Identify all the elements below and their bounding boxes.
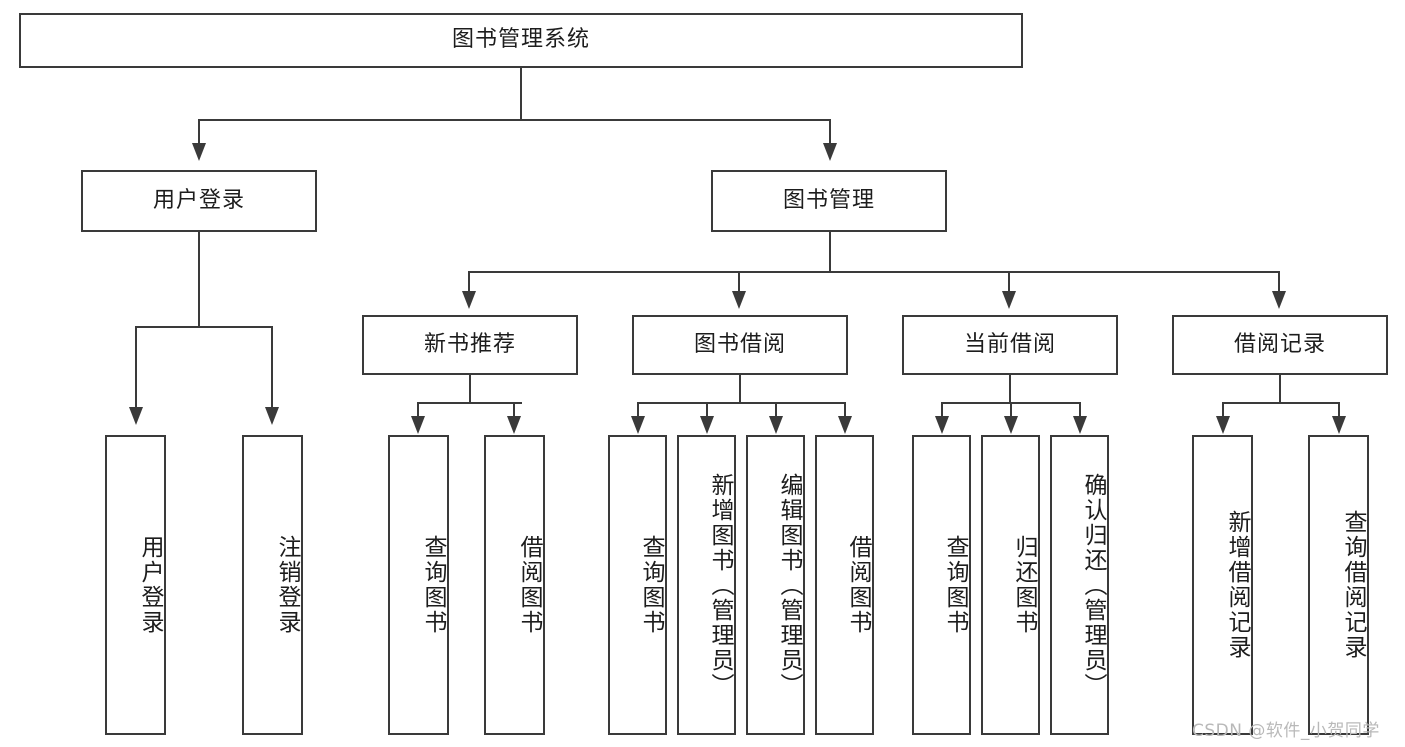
connector-borrow-record-drop-1 xyxy=(1222,402,1224,418)
connector-current-borrow-drop-2 xyxy=(1010,402,1012,418)
node-book-borrow[interactable]: 图书借阅 xyxy=(632,315,848,375)
arrow-to-leaf-confirm-return xyxy=(1073,416,1087,434)
connector-new-book-drop-1 xyxy=(417,402,419,418)
connector-book-manage-bar xyxy=(468,271,1280,273)
connector-new-book-drop-2 xyxy=(513,402,515,418)
connector-book-borrow-drop-2 xyxy=(706,402,708,418)
connector-root-drop-user-login xyxy=(198,119,200,145)
connector-book-borrow-drop-1 xyxy=(637,402,639,418)
connector-borrow-record-bar xyxy=(1222,402,1338,404)
node-borrow-record[interactable]: 借阅记录 xyxy=(1172,315,1388,375)
connector-book-borrow-drop-3 xyxy=(775,402,777,418)
arrow-to-book-manage xyxy=(823,143,837,161)
leaf-return-book[interactable]: 归还图书 xyxy=(981,435,1040,735)
arrow-to-leaf-query-book-1 xyxy=(411,416,425,434)
connector-book-borrow-bar xyxy=(637,402,844,404)
node-new-book-recommend[interactable]: 新书推荐 xyxy=(362,315,578,375)
arrow-to-leaf-edit-book xyxy=(769,416,783,434)
arrow-to-borrow-record xyxy=(1272,291,1286,309)
watermark-csdn: CSDN @软件_小贺同学 xyxy=(1192,721,1380,741)
leaf-query-record[interactable]: 查询借阅记录 xyxy=(1308,435,1369,735)
leaf-query-book-1[interactable]: 查询图书 xyxy=(388,435,449,735)
leaf-add-book[interactable]: 新增图书（管理员） xyxy=(677,435,736,735)
arrow-to-current-borrow xyxy=(1002,291,1016,309)
node-book-manage[interactable]: 图书管理 xyxy=(711,170,947,232)
connector-borrow-record-drop-2 xyxy=(1338,402,1340,418)
node-root-book-management-system[interactable]: 图书管理系统 xyxy=(19,13,1023,68)
connector-root-stem xyxy=(520,68,522,120)
connector-book-borrow-stem xyxy=(739,375,741,403)
arrow-to-leaf-borrow-book-1 xyxy=(507,416,521,434)
arrow-to-leaf-query-record xyxy=(1332,416,1346,434)
arrow-to-leaf-add-record xyxy=(1216,416,1230,434)
connector-user-login-drop-1 xyxy=(135,326,137,409)
node-current-borrow[interactable]: 当前借阅 xyxy=(902,315,1118,375)
leaf-borrow-book-1[interactable]: 借阅图书 xyxy=(484,435,545,735)
arrow-to-leaf-borrow-book-2 xyxy=(838,416,852,434)
connector-user-login-bar xyxy=(135,326,273,328)
connector-borrow-record-stem xyxy=(1279,375,1281,403)
connector-book-manage-drop-4 xyxy=(1278,271,1280,293)
arrow-to-leaf-query-book-2 xyxy=(631,416,645,434)
connector-book-manage-drop-2 xyxy=(738,271,740,293)
arrow-to-user-login xyxy=(192,143,206,161)
leaf-query-book-2[interactable]: 查询图书 xyxy=(608,435,667,735)
leaf-add-record[interactable]: 新增借阅记录 xyxy=(1192,435,1253,735)
connector-user-login-drop-2 xyxy=(271,326,273,409)
node-user-login[interactable]: 用户登录 xyxy=(81,170,317,232)
leaf-query-book-3[interactable]: 查询图书 xyxy=(912,435,971,735)
connector-book-borrow-drop-4 xyxy=(844,402,846,418)
leaf-user-login[interactable]: 用户登录 xyxy=(105,435,166,735)
connector-new-book-bar xyxy=(417,402,522,404)
leaf-edit-book[interactable]: 编辑图书（管理员） xyxy=(746,435,805,735)
arrow-to-book-borrow xyxy=(732,291,746,309)
connector-root-drop-book-manage xyxy=(829,119,831,145)
connector-root-bar xyxy=(198,119,830,121)
leaf-confirm-return[interactable]: 确认归还（管理员） xyxy=(1050,435,1109,735)
arrow-to-new-book-recommend xyxy=(462,291,476,309)
connector-new-book-stem xyxy=(469,375,471,403)
leaf-borrow-book-2[interactable]: 借阅图书 xyxy=(815,435,874,735)
arrow-to-leaf-user-login xyxy=(129,407,143,425)
connector-book-manage-drop-3 xyxy=(1008,271,1010,293)
connector-current-borrow-drop-1 xyxy=(941,402,943,418)
arrow-to-leaf-logout-login xyxy=(265,407,279,425)
leaf-logout-login[interactable]: 注销登录 xyxy=(242,435,303,735)
connector-book-manage-drop-1 xyxy=(468,271,470,293)
arrow-to-leaf-add-book xyxy=(700,416,714,434)
connector-book-manage-stem xyxy=(829,232,831,272)
arrow-to-leaf-query-book-3 xyxy=(935,416,949,434)
arrow-to-leaf-return-book xyxy=(1004,416,1018,434)
connector-user-login-stem xyxy=(198,232,200,327)
connector-current-borrow-drop-3 xyxy=(1079,402,1081,418)
connector-current-borrow-stem xyxy=(1009,375,1011,403)
